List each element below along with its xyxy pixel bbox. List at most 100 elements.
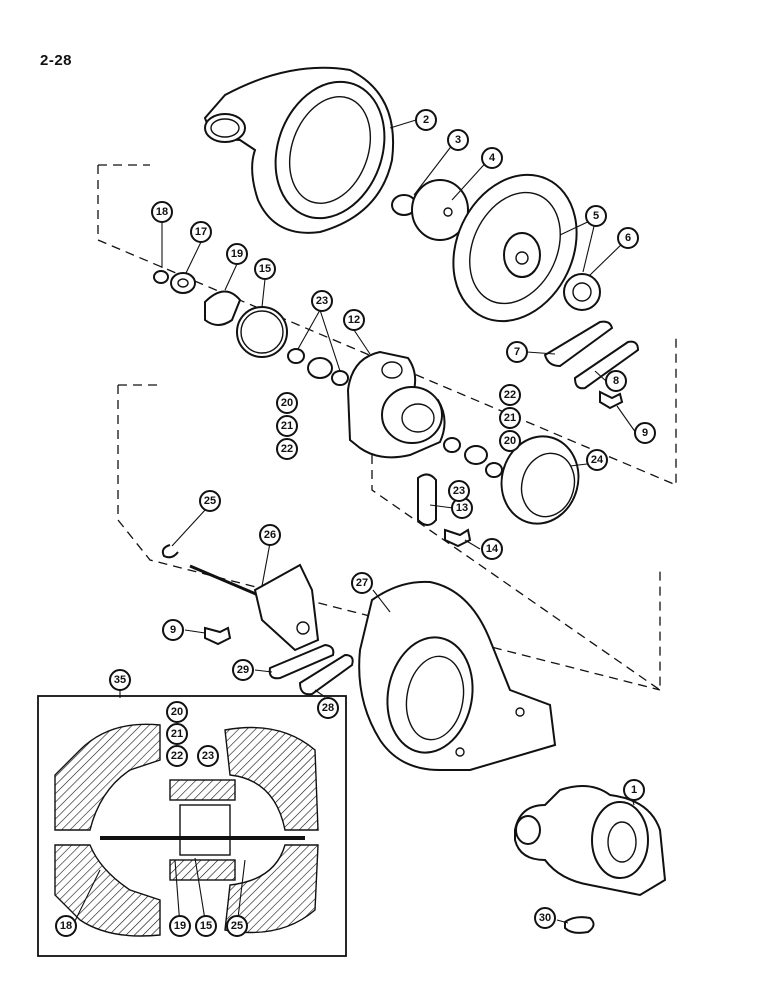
callout-14: 14 [481, 538, 503, 560]
callout-label: 35 [114, 674, 126, 686]
callout-label: 7 [514, 346, 520, 358]
callout-label: 20 [281, 397, 293, 409]
callout-label: 18 [60, 920, 72, 932]
callout-label: 30 [539, 912, 551, 924]
callout-26: 26 [259, 524, 281, 546]
callout-label: 21 [171, 728, 183, 740]
assembly-outline-lower [117, 519, 661, 691]
callout-3: 3 [447, 129, 469, 151]
callout-label: 14 [486, 543, 499, 555]
callout-18-upper: 18 [151, 201, 173, 223]
bearing-20-left [307, 357, 333, 379]
lock-plate-8 [573, 340, 640, 390]
snap-ring-25 [161, 544, 179, 559]
turbocharger-assembly [514, 785, 667, 897]
assembly-outline-middle [117, 384, 661, 692]
callout-label: 12 [348, 314, 360, 326]
compressor-backplate [452, 173, 578, 323]
callout-28: 28 [317, 697, 339, 719]
callout-label: 22 [171, 750, 183, 762]
callout-23-lower: 23 [448, 480, 470, 502]
callout-7: 7 [506, 341, 528, 363]
callout-label: 9 [170, 624, 176, 636]
lock-plate-13 [417, 473, 437, 526]
callout-24: 24 [586, 449, 608, 471]
callout-19-inset: 19 [169, 915, 191, 937]
callouts: 1 2 3 4 5 6 7 8 9 9 12 13 14 15 15 17 18… [55, 109, 656, 937]
callout-21-inset: 21 [166, 723, 188, 745]
callout-label: 20 [171, 706, 183, 718]
callout-label: 3 [455, 134, 461, 146]
bearing-20-right [464, 445, 488, 465]
callout-label: 26 [264, 529, 276, 541]
callout-27: 27 [351, 572, 373, 594]
callout-19-upper: 19 [226, 243, 248, 265]
callout-6: 6 [617, 227, 639, 249]
snap-ring [563, 273, 601, 311]
center-bearing-housing [346, 350, 446, 459]
page-number: 2-28 [40, 52, 73, 69]
callout-9-lower: 9 [162, 619, 184, 641]
ring-18-upper [153, 270, 169, 284]
callout-label: 23 [453, 485, 465, 497]
callout-23-inset: 23 [197, 745, 219, 767]
callout-label: 2 [423, 114, 429, 126]
callout-20-left: 20 [276, 392, 298, 414]
callout-21-right: 21 [499, 407, 521, 429]
callout-label: 29 [237, 664, 249, 676]
callout-label: 25 [204, 495, 216, 507]
callout-4: 4 [481, 147, 503, 169]
callout-label: 8 [613, 375, 619, 387]
callout-15-inset: 15 [195, 915, 217, 937]
compressor-housing [203, 66, 394, 234]
compressor-wheel [411, 179, 469, 241]
callout-5: 5 [585, 205, 607, 227]
callout-label: 15 [200, 920, 212, 932]
turbine-housing [358, 580, 557, 771]
callout-label: 24 [591, 454, 604, 466]
callout-25-inset: 25 [226, 915, 248, 937]
callout-18-inset: 18 [55, 915, 77, 937]
callout-22-right: 22 [499, 384, 521, 406]
ring-23-left [287, 348, 305, 364]
callout-label: 1 [631, 784, 637, 796]
callout-20-right: 20 [499, 430, 521, 452]
callout-label: 22 [504, 389, 516, 401]
seal-ring-15-inner [240, 310, 284, 354]
callout-9-upper: 9 [634, 422, 656, 444]
callout-label: 19 [174, 920, 186, 932]
callout-29: 29 [232, 659, 254, 681]
callout-25-upper: 25 [199, 490, 221, 512]
callout-label: 6 [625, 232, 631, 244]
callout-22-inset: 22 [166, 745, 188, 767]
assembly-outline-upper [97, 164, 677, 486]
lock-plate-29 [268, 643, 335, 680]
callout-label: 27 [356, 577, 368, 589]
lock-plate-28 [298, 653, 354, 696]
callout-2: 2 [415, 109, 437, 131]
cross-section-inset [37, 695, 347, 957]
callout-label: 21 [281, 420, 293, 432]
spacer-17 [170, 272, 196, 294]
callout-30: 30 [534, 907, 556, 929]
callout-20-inset: 20 [166, 701, 188, 723]
callout-12: 12 [343, 309, 365, 331]
bolt-14 [444, 528, 472, 548]
callout-8: 8 [605, 370, 627, 392]
callout-label: 22 [281, 443, 293, 455]
callout-label: 21 [504, 412, 516, 424]
callout-21-left: 21 [276, 415, 298, 437]
ring-23-center [331, 370, 349, 386]
callout-22-left: 22 [276, 438, 298, 460]
callout-label: 13 [456, 502, 468, 514]
callout-label: 19 [231, 248, 243, 260]
callout-label: 4 [489, 152, 496, 164]
callout-1: 1 [623, 779, 645, 801]
callout-13: 13 [451, 497, 473, 519]
callout-label: 20 [504, 435, 516, 447]
turbine-shaft-wheel [189, 563, 320, 652]
callout-label: 18 [156, 206, 168, 218]
leader-lines [72, 119, 637, 927]
